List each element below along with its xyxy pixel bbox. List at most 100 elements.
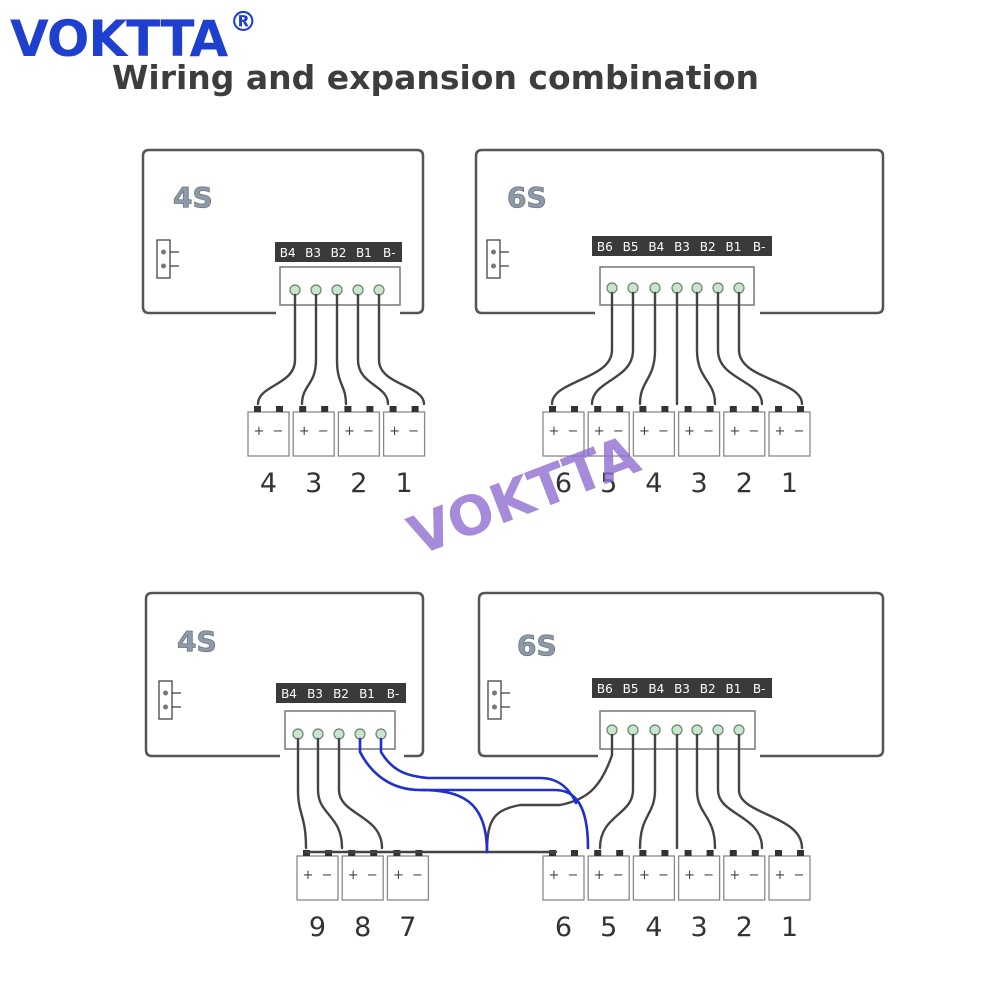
battery-cell-body — [382, 411, 426, 457]
battery-minus-sign: − — [568, 868, 579, 883]
pin-label-b-: B- — [387, 687, 400, 701]
battery-positive-terminal — [729, 406, 737, 412]
header-pin — [331, 284, 343, 296]
battery-minus-sign: − — [658, 868, 669, 883]
battery-plus-sign: + — [729, 868, 740, 883]
battery-plus-sign: + — [594, 424, 605, 439]
battery-minus-sign: − — [748, 868, 759, 883]
battery-cell: +−5 — [587, 850, 630, 943]
balance-wire — [716, 733, 764, 850]
watermark-text: VOKTTA — [400, 423, 648, 568]
board-series-label: 6S — [507, 181, 547, 214]
side-connector — [486, 239, 501, 279]
battery-positive-terminal — [639, 406, 647, 412]
battery-negative-terminal — [616, 850, 624, 856]
header-pin — [691, 282, 703, 294]
battery-plus-sign: + — [254, 424, 265, 439]
pin-label-b1: B1 — [725, 682, 741, 696]
cell-number: 9 — [309, 912, 326, 943]
battery-plus-sign: + — [594, 868, 605, 883]
battery-minus-sign: − — [658, 424, 669, 439]
expansion-wire-b1 — [358, 737, 590, 850]
board-outline — [477, 591, 885, 758]
battery-cell: +−8 — [341, 850, 384, 943]
cell-number: 3 — [305, 468, 322, 499]
battery-group-top-6s-cells: +−6+−5+−4+−3+−2+−1 — [542, 406, 811, 499]
cell-number: 2 — [736, 912, 753, 943]
cell-number: 5 — [600, 912, 617, 943]
pin-label-b2: B2 — [700, 240, 716, 254]
battery-positive-terminal — [729, 850, 737, 856]
balance-wire — [737, 733, 804, 850]
balance-wire — [590, 291, 635, 406]
expansion-wire-b- — [379, 737, 578, 805]
pin-label-b1: B1 — [356, 246, 372, 260]
side-connector-pin — [161, 249, 166, 255]
battery-minus-sign: − — [363, 424, 374, 439]
cell-number: 2 — [350, 468, 367, 499]
pin-label-b4: B4 — [648, 240, 664, 254]
battery-cell: +−1 — [382, 406, 426, 499]
pin-label-b3: B3 — [674, 240, 690, 254]
header-pin — [354, 728, 366, 740]
battery-positive-terminal — [594, 406, 602, 412]
battery-negative-terminal — [751, 406, 759, 412]
battery-group-bot-6s-cells: +−6+−5+−4+−3+−2+−1 — [542, 850, 811, 943]
header-pin — [712, 282, 724, 294]
battery-negative-terminal — [661, 406, 669, 412]
cell-number: 3 — [691, 912, 708, 943]
battery-cell-body — [542, 411, 585, 457]
side-connector — [487, 680, 502, 720]
balance-wire — [737, 291, 804, 406]
battery-cell-body — [542, 855, 585, 901]
battery-cell-body — [337, 411, 381, 457]
balance-wire — [638, 733, 657, 850]
battery-cell-body — [341, 855, 384, 901]
balance-wire — [550, 291, 614, 406]
balance-wire — [598, 733, 635, 850]
balance-wire — [316, 737, 344, 850]
battery-negative-terminal — [276, 406, 283, 412]
battery-cell: +−1 — [768, 406, 811, 499]
header-pin — [733, 282, 745, 294]
battery-minus-sign: − — [568, 424, 579, 439]
battery-positive-terminal — [775, 850, 782, 856]
battery-cell-body — [632, 411, 676, 457]
battery-negative-terminal — [706, 406, 714, 412]
header-pin — [671, 282, 683, 294]
cell-number: 6 — [555, 468, 572, 499]
balance-wire — [356, 293, 390, 406]
balance-wire — [377, 293, 426, 406]
pin-label-bar — [275, 242, 402, 262]
battery-positive-terminal — [254, 406, 261, 412]
header-pin — [671, 724, 683, 736]
battery-cell: +−5 — [587, 406, 630, 499]
expansion-wire-branch — [418, 788, 489, 854]
header-pin — [691, 724, 703, 736]
header-pin — [292, 728, 304, 740]
battery-negative-terminal — [571, 850, 578, 856]
battery-minus-sign: − — [367, 868, 378, 883]
battery-cell: +−4 — [632, 850, 676, 943]
battery-cell-body — [677, 855, 721, 901]
side-connector-pin — [491, 249, 496, 255]
cell-number: 1 — [396, 468, 413, 499]
battery-minus-sign: − — [613, 424, 624, 439]
header-pin — [649, 724, 661, 736]
cell-number: 4 — [260, 468, 277, 499]
battery-cell-body — [632, 855, 676, 901]
battery-positive-terminal — [684, 850, 692, 856]
battery-positive-terminal — [639, 850, 647, 856]
battery-negative-terminal — [797, 406, 804, 412]
pin-label-b6: B6 — [597, 240, 613, 254]
battery-group-top-4s-cells: +−4+−3+−2+−1 — [247, 406, 426, 499]
battery-cell: +−6 — [542, 850, 585, 943]
battery-minus-sign: − — [748, 424, 759, 439]
cell-number: 8 — [354, 912, 371, 943]
pin-label-b3: B3 — [305, 246, 321, 260]
side-connector — [158, 680, 173, 720]
